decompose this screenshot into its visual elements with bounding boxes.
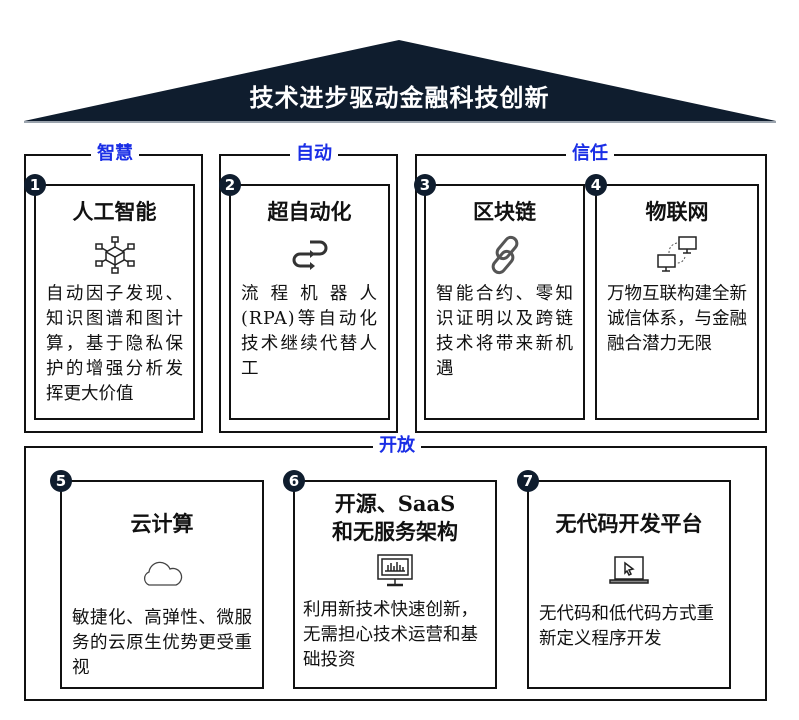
card-title: 无代码开发平台 bbox=[555, 511, 703, 536]
card-blockchain: 3 区块链 智能合约、零知识证明以及跨链技术将带来新机遇 bbox=[414, 174, 585, 420]
group-automation: 自动 bbox=[219, 143, 398, 433]
card-iot: 4 物联网 万物互联构建全新诚信体系，与金融融合潜力无限 bbox=[585, 174, 759, 420]
cloud-icon bbox=[62, 552, 262, 594]
number-badge: 6 bbox=[283, 470, 305, 492]
page-title: 技术进步驱动金融科技创新 bbox=[249, 84, 550, 112]
card-title: 区块链 bbox=[473, 199, 536, 224]
card-title-line1: 开源、SaaS bbox=[334, 491, 456, 516]
card-description: 流程机器人(RPA)等自动化技术继续代替人工 bbox=[241, 284, 378, 379]
card-title-line2: 和无服务架构 bbox=[332, 519, 458, 544]
laptop-cursor-icon bbox=[529, 550, 729, 592]
ai-cube-network-icon bbox=[36, 234, 193, 276]
group-label: 自动 bbox=[290, 143, 338, 165]
card-title: 云计算 bbox=[130, 511, 194, 536]
number-badge: 5 bbox=[50, 470, 72, 492]
card-ai: 1 人工智能 自动因子发现、知识图谱和图计算，基于隐私保护的增强分析发挥更大价值 bbox=[24, 174, 195, 420]
card-description: 敏捷化、高弹性、微服务的云原生优势更受重视 bbox=[72, 608, 252, 678]
card-description: 万物互联构建全新诚信体系，与金融融合潜力无限 bbox=[607, 284, 747, 354]
group-label: 开放 bbox=[373, 435, 421, 457]
card-cloud: 5 云计算 敏捷化、高弹性、微服务的云原生优势更受重视 bbox=[50, 470, 264, 689]
card-description: 利用新技术快速创新，无需担心技术运营和基础投资 bbox=[303, 600, 478, 670]
group-label: 智慧 bbox=[91, 143, 139, 165]
monitor-chart-icon bbox=[295, 550, 495, 592]
number-badge: 2 bbox=[219, 174, 241, 196]
group-trust: 信任 bbox=[415, 143, 767, 433]
card-description: 无代码和低代码方式重新定义程序开发 bbox=[539, 604, 714, 649]
card-opensource-saas: 6 开源、SaaS 和无服务架构 利用新技术快速创新，无需担心技术运营和基础投资 bbox=[283, 470, 497, 689]
card-title: 物联网 bbox=[645, 199, 709, 224]
number-badge: 4 bbox=[585, 174, 607, 196]
group-openness: 开放 bbox=[24, 435, 767, 701]
card-title: 人工智能 bbox=[72, 199, 157, 224]
number-badge: 7 bbox=[517, 470, 539, 492]
card-nocode: 7 无代码开发平台 无代码和低代码方式重新定义程序开发 bbox=[517, 470, 731, 689]
card-title: 超自动化 bbox=[267, 199, 352, 224]
roof-triangle bbox=[24, 40, 776, 123]
group-intelligence: 智慧 bbox=[24, 143, 203, 433]
process-arrows-icon bbox=[231, 234, 388, 276]
number-badge: 1 bbox=[24, 174, 46, 196]
card-description: 智能合约、零知识证明以及跨链技术将带来新机遇 bbox=[436, 284, 573, 379]
group-label: 信任 bbox=[566, 143, 614, 165]
connected-monitors-icon bbox=[597, 234, 757, 276]
chain-link-icon bbox=[426, 234, 583, 276]
card-description: 自动因子发现、知识图谱和图计算，基于隐私保护的增强分析发挥更大价值 bbox=[46, 284, 183, 404]
card-hyperautomation: 2 超自动化 流程机器人(RPA)等自动化技术继续代替人工 bbox=[219, 174, 390, 420]
number-badge: 3 bbox=[414, 174, 436, 196]
